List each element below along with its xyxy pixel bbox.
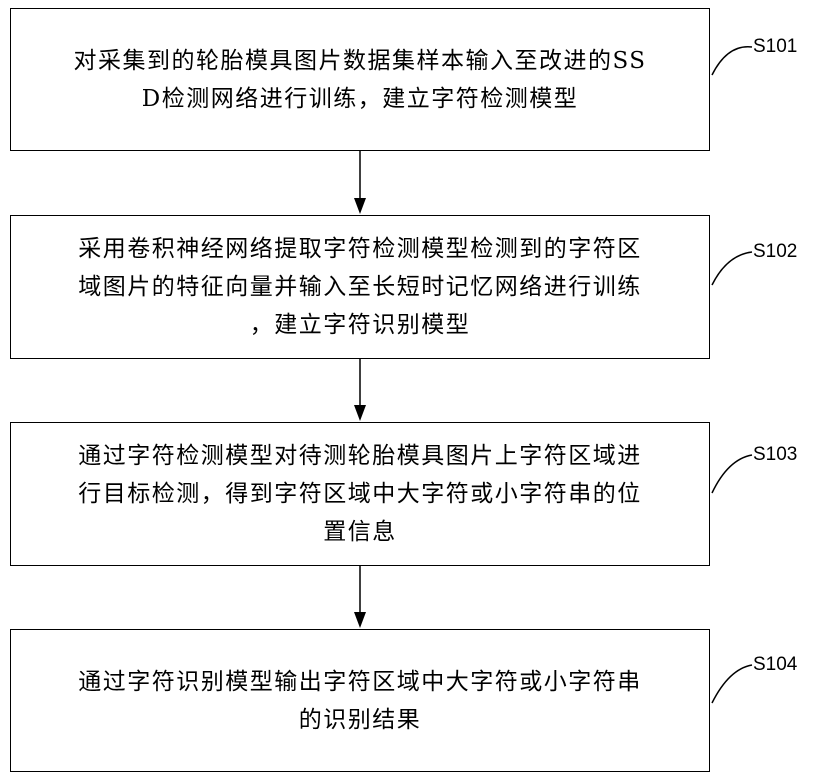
- leader-s104: [712, 665, 752, 703]
- arrowhead-s103: [354, 405, 366, 421]
- leader-s101: [712, 47, 752, 75]
- leader-s102: [712, 252, 752, 285]
- leader-s103: [712, 455, 752, 493]
- arrowhead-s102: [354, 198, 366, 214]
- arrowhead-s104: [354, 612, 366, 628]
